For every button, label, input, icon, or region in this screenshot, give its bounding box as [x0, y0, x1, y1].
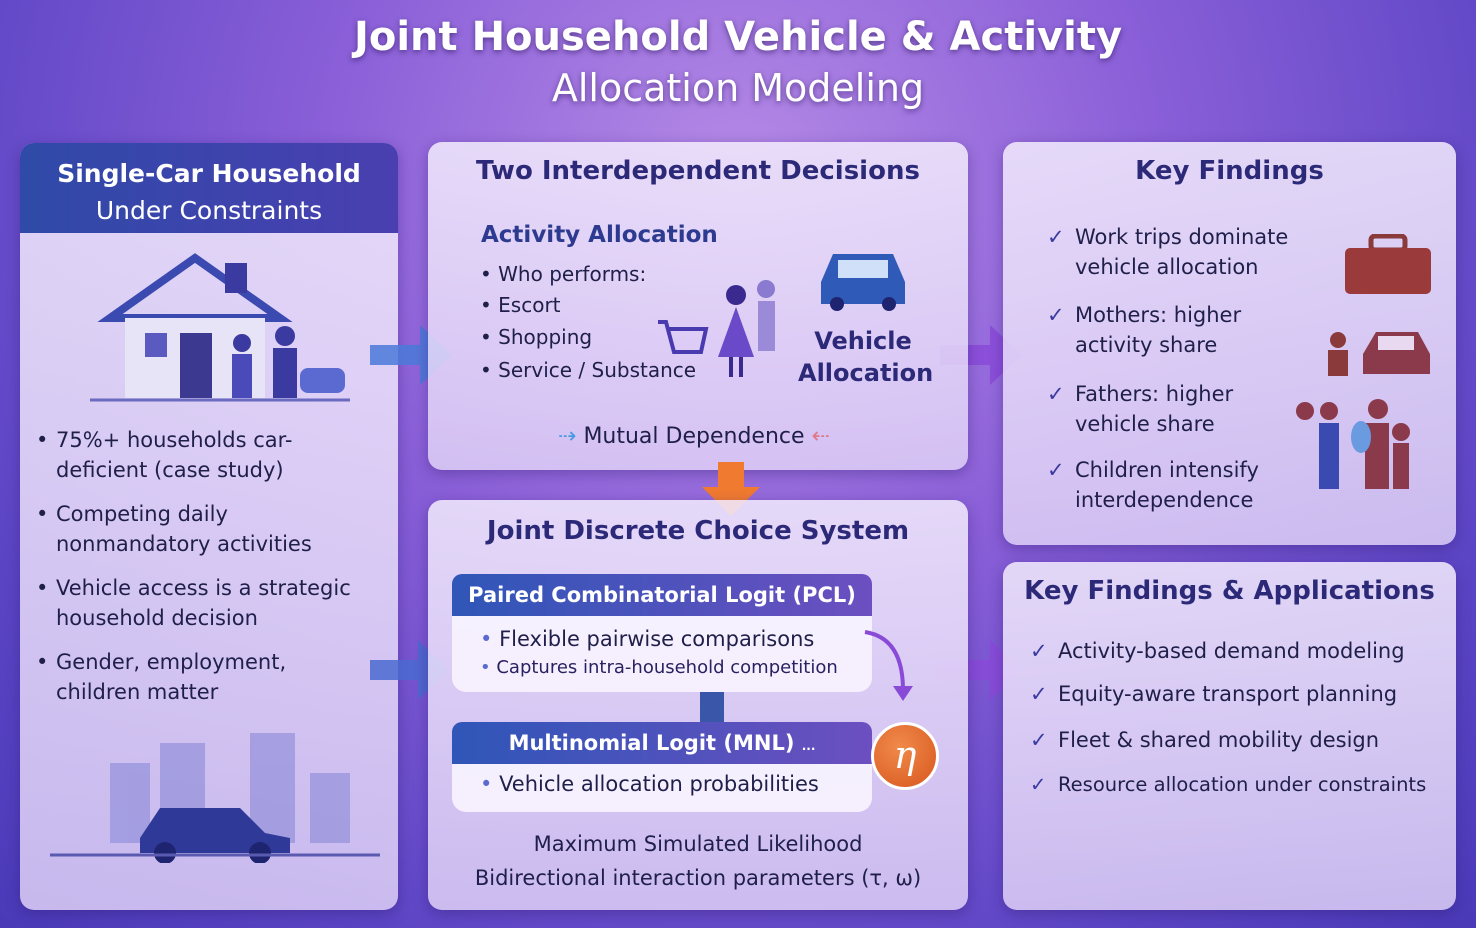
check-icon: ✓	[1047, 303, 1065, 327]
application-item: ✓Activity-based demand modeling	[1030, 636, 1405, 666]
arrow-left-icon: ⇠	[804, 424, 830, 449]
application-item: ✓Resource allocation under constraints	[1030, 770, 1426, 800]
pcl-item: • Flexible pairwise comparisons	[480, 627, 815, 651]
eta-badge-icon: η	[871, 722, 939, 790]
panel-subtitle: Under Constraints	[95, 196, 323, 225]
shopping-family-icon	[658, 280, 775, 377]
activity-item: • Who performs:	[480, 262, 647, 286]
arrow-right-icon	[940, 325, 1022, 385]
applications-panel: Key Findings & Applications ✓Activity-ba…	[1003, 562, 1456, 910]
arrow-down-icon	[702, 462, 760, 516]
activity-item: • Escort	[480, 293, 561, 317]
check-icon: ✓	[1030, 728, 1048, 752]
check-icon: ✓	[1047, 382, 1065, 406]
pcl-header: Paired Combinatorial Logit (PCL)	[452, 574, 872, 616]
mnl-box: • Vehicle allocation probabilities	[452, 764, 872, 812]
check-icon: ✓	[1047, 225, 1065, 249]
application-item: ✓Equity-aware transport planning	[1030, 679, 1397, 709]
family-icon	[1296, 399, 1410, 489]
bullet-vehicle-access: Vehicle access is a strategic household …	[36, 573, 376, 633]
activity-item: • Shopping	[480, 325, 593, 349]
interdependent-decisions-panel: Two Interdependent Decisions Activity Al…	[428, 142, 968, 470]
panel-title: Two Interdependent Decisions	[476, 156, 920, 186]
mnl-header: Multinomial Logit (MNL) ...	[452, 722, 872, 764]
house-family-illustration	[90, 253, 350, 402]
mnl-item: • Vehicle allocation probabilities	[480, 772, 819, 796]
check-icon: ✓	[1030, 682, 1048, 706]
activity-item: • Service / Substance	[480, 358, 697, 382]
pcl-item: • Captures intra-household competition	[480, 657, 838, 678]
connector	[700, 692, 724, 722]
main-title: Joint Household Vehicle & Activity	[353, 14, 1123, 60]
single-car-household-panel: Single-Car Household Under Constraints 7…	[20, 143, 398, 910]
briefcase-icon	[1345, 234, 1431, 294]
pcl-box: • Flexible pairwise comparisons • Captur…	[452, 616, 872, 692]
arrow-right-icon	[935, 640, 1023, 700]
estimation-method: Maximum Simulated Likelihood	[533, 832, 863, 856]
arrow-right-icon: ⇢	[558, 424, 584, 449]
check-icon: ✓	[1030, 639, 1048, 663]
application-item: ✓Fleet & shared mobility design	[1030, 725, 1379, 755]
city-car-illustration	[50, 733, 380, 863]
panel-title: Joint Discrete Choice System	[486, 516, 910, 546]
activity-allocation-title: Activity Allocation	[481, 222, 718, 248]
check-icon: ✓	[1047, 458, 1065, 482]
curved-arrow-icon	[864, 630, 913, 701]
interaction-parameters: Bidirectional interaction parameters (τ,…	[474, 866, 922, 890]
bullet-competing-activities: Competing daily nonmandatory activities	[36, 499, 356, 559]
panel-header: Single-Car Household Under Constraints	[20, 143, 398, 233]
check-icon: ✓	[1030, 773, 1047, 796]
bullet-car-deficient: 75%+ households car-deficient (case stud…	[36, 425, 376, 485]
panel-title: Key Findings & Applications	[1024, 576, 1435, 606]
main-subtitle: Allocation Modeling	[551, 66, 925, 110]
panel-title: Single-Car Household	[57, 159, 361, 188]
panel-title: Key Findings	[1135, 156, 1324, 186]
mutual-dependence-label: ⇢ Mutual Dependence ⇠	[558, 424, 830, 449]
parent-car-icon	[1328, 332, 1430, 376]
joint-choice-system-panel: Joint Discrete Choice System Paired Comb…	[428, 500, 968, 910]
car-icon	[821, 254, 905, 311]
bullet-demographics: Gender, employment, children matter	[36, 647, 336, 707]
